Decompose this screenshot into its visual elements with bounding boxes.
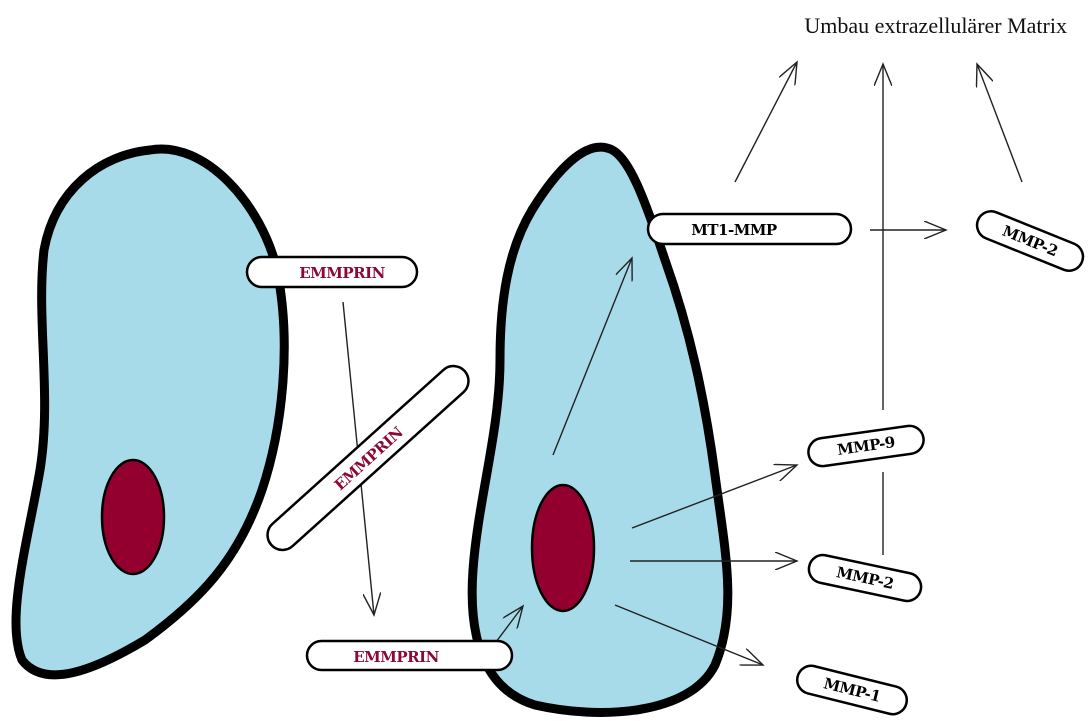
mmp2-top: MMP-2 — [973, 207, 1087, 275]
emmprin-membrane-left: EMMPRIN — [247, 257, 417, 287]
mmp9: MMP-9 — [807, 424, 926, 468]
arrow-mt1mmp-to-matrix — [735, 62, 797, 182]
right-nucleus — [532, 485, 594, 611]
mt1-mmp-label: MT1-MMP — [691, 221, 777, 239]
left-cell-body — [16, 149, 284, 675]
emmprin-free-label: EMMPRIN — [331, 423, 407, 494]
emmprin-free: EMMPRIN — [261, 360, 474, 556]
emmprin-membrane-left-label: EMMPRIN — [299, 264, 385, 282]
left-cell — [16, 149, 284, 675]
left-nucleus — [102, 460, 164, 574]
emmprin-bound-right-label: EMMPRIN — [353, 648, 439, 666]
emmprin-bound-right: EMMPRIN — [307, 641, 512, 670]
mt1-mmp: MT1-MMP — [648, 214, 851, 244]
arrow-mmp2-to-matrix — [977, 64, 1022, 182]
diagram-title: Umbau extrazellulärer Matrix — [804, 13, 1067, 38]
mmp1: MMP-1 — [794, 663, 909, 717]
mmp2-bottom: MMP-2 — [806, 552, 923, 603]
